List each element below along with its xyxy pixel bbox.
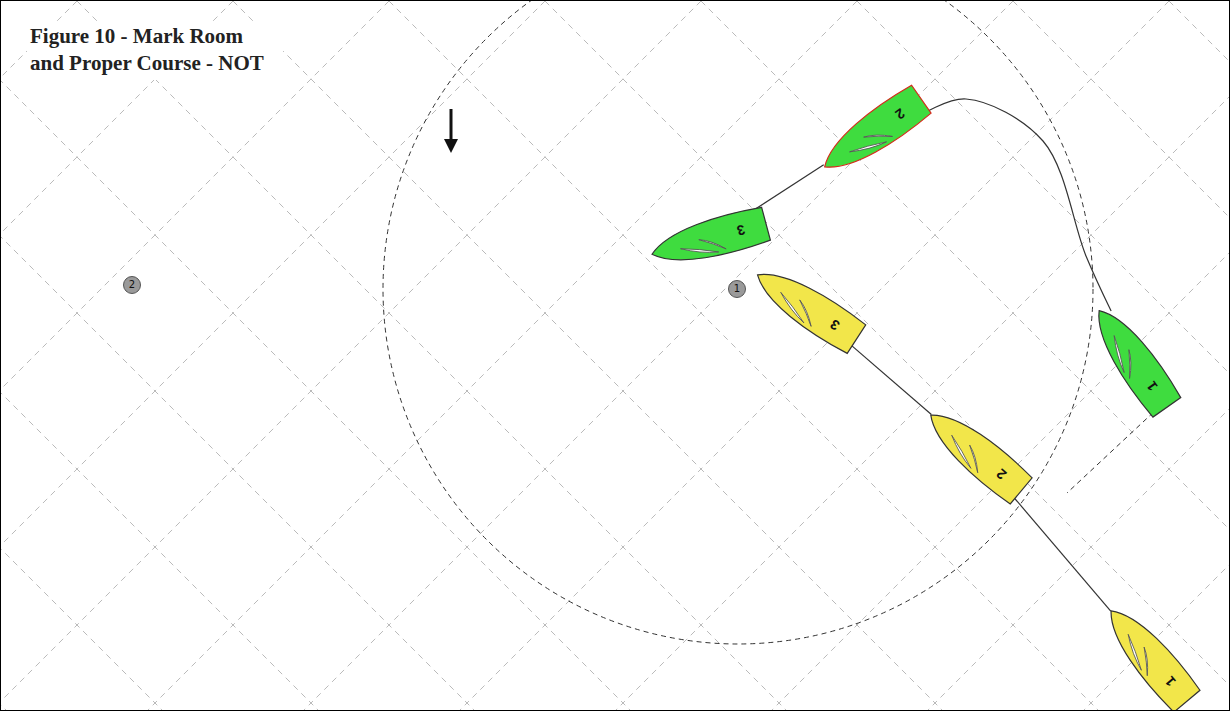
boat-track: [918, 99, 1111, 311]
boat-shape: 1: [1083, 299, 1183, 419]
grid-line: [1, 1, 233, 711]
main-sail: [1132, 647, 1160, 676]
boat-hull: [747, 258, 868, 356]
grid-line: [458, 1, 1169, 711]
boat-hull: [813, 83, 933, 183]
grid-line: [1, 1, 476, 711]
boat-shape: 3: [647, 204, 771, 273]
grid-line: [1082, 1, 1230, 711]
grid-line: [389, 1, 1100, 711]
mark-number: 1: [734, 284, 740, 294]
grid-line: [1, 1, 164, 711]
main-sail: [791, 300, 820, 326]
boat-hull: [1083, 299, 1183, 419]
boat-shape: 1: [1096, 598, 1202, 711]
hull-outline: [814, 84, 932, 182]
main-sail: [1116, 350, 1143, 379]
boat-hull: [647, 204, 771, 273]
boat-hull: [918, 400, 1034, 506]
hull-outline: [919, 401, 1033, 506]
grid-line: [1, 1, 701, 711]
boat-track: [849, 343, 932, 414]
boat-shape: 2: [918, 400, 1034, 506]
mark-buoy: 1: [728, 280, 746, 298]
boat-track: [747, 165, 824, 215]
grid-line: [146, 1, 857, 711]
jib-sail: [943, 435, 979, 468]
grid-line: [701, 1, 1230, 711]
grid-line: [1, 1, 632, 711]
hull-outline: [1084, 300, 1182, 418]
grid-line: [1, 1, 8, 711]
jib-sail: [774, 292, 811, 323]
main-sail: [959, 445, 988, 473]
mark-number: 2: [129, 280, 135, 290]
boat-shape: 3: [747, 258, 868, 356]
boat-hull: [1096, 598, 1202, 711]
grid-line: [302, 1, 1013, 711]
grid-line: [1169, 1, 1230, 711]
hull-outline: [1097, 599, 1202, 711]
grid-line: [1, 1, 77, 711]
main-sail: [699, 233, 726, 255]
grid-line: [770, 1, 1230, 711]
hull-outline: [747, 259, 866, 355]
grid-line: [926, 1, 1230, 711]
boat-track: [1011, 494, 1111, 611]
grid-line: [545, 1, 1230, 711]
mark-buoy: 2: [123, 276, 141, 294]
grid-line: [233, 1, 944, 711]
main-sail: [864, 123, 893, 150]
grid-line: [1013, 1, 1230, 711]
figure-title: Figure 10 - Mark Room and Proper Course …: [27, 21, 283, 80]
wind-arrow: [444, 109, 458, 153]
grid-line: [1, 1, 545, 711]
zone-circle: [383, 1, 1093, 644]
hull-outline: [647, 206, 771, 273]
grid-line: [1, 1, 320, 711]
grid-line: [614, 1, 1230, 711]
boat-shape: 2: [813, 83, 933, 183]
grid-line: [1, 1, 389, 711]
